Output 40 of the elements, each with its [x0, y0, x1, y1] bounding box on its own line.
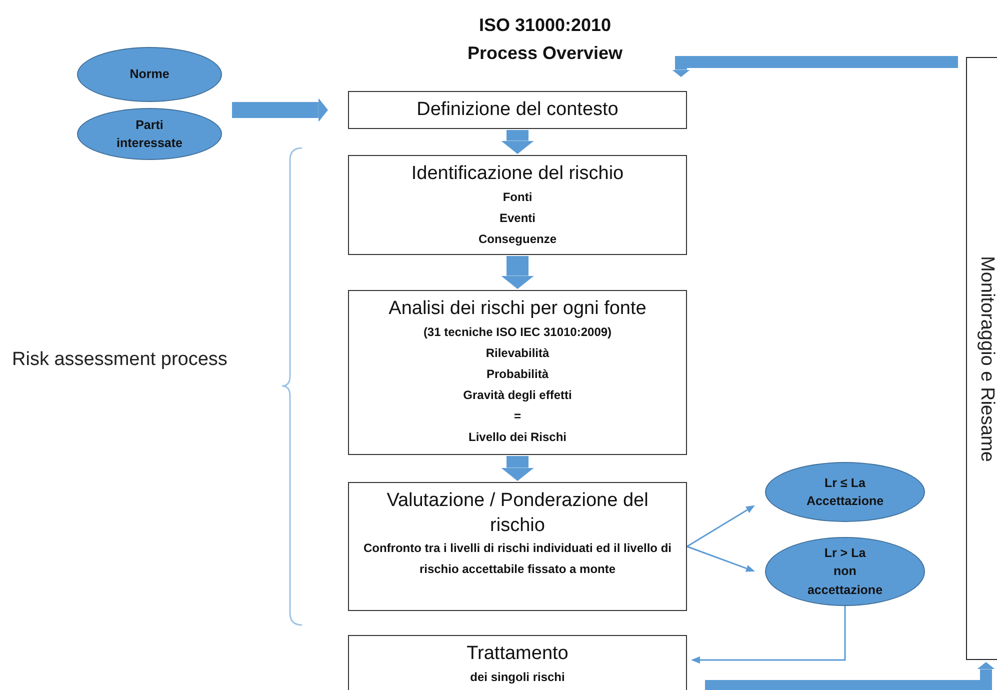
box-detail: (31 tecniche ISO IEC 31010:2009): [423, 324, 612, 341]
ellipse-text: Accettazione: [806, 493, 884, 510]
box-detail: Gravità degli effetti: [463, 386, 572, 404]
box-detail: Conseguenze: [478, 230, 556, 248]
arrow: [691, 606, 846, 664]
box-heading: Valutazione / Ponderazione del rischio: [386, 489, 650, 538]
block-arrow: [232, 98, 328, 122]
bracket-label: Risk assessment process: [12, 348, 228, 372]
block-arrow: [501, 256, 534, 289]
process-box: [348, 482, 687, 611]
process-box: [348, 290, 687, 455]
ellipse-text: Lr > La: [824, 545, 866, 562]
box-detail: Rilevabilità: [486, 344, 550, 362]
box-detail: Probabilità: [486, 366, 548, 383]
box-detail: Fonti: [502, 188, 532, 206]
ellipse-text: Lr ≤ La: [824, 474, 866, 492]
block-arrow: [705, 662, 995, 690]
box-heading: Definizione del contesto: [416, 98, 618, 122]
block-arrow: [501, 456, 534, 481]
process-box: [348, 635, 687, 690]
monitoring-box: [966, 57, 997, 660]
block-arrow: [672, 56, 958, 77]
box-detail: Confronto tra i livelli di rischi individuati ed il livello di rischio accettabile fissato a monte: [362, 540, 673, 578]
ellipse-text: Parti interessate: [115, 116, 184, 152]
process-box: [348, 91, 687, 129]
arrow: [686, 505, 755, 548]
box-heading: Analisi dei rischi per ogni fonte: [388, 297, 646, 321]
arrow: [686, 546, 755, 572]
box-heading: Trattamento: [466, 642, 568, 666]
process-box: [348, 155, 687, 255]
diagram-title: ISO 31000:2010 Process Overview: [466, 14, 624, 65]
box-heading: Identificazione del rischio: [411, 162, 624, 186]
ellipse-text: non accettazione: [806, 563, 884, 599]
block-arrow: [501, 130, 534, 154]
vertical-label: Monitoraggio e Riesame: [975, 256, 997, 462]
box-detail: =: [514, 408, 521, 425]
ellipse-text: Norme: [130, 66, 170, 84]
box-detail: Livello dei Rischi: [468, 428, 567, 446]
box-detail: Eventi: [499, 210, 536, 227]
box-detail: dei singoli rischi: [470, 668, 565, 686]
